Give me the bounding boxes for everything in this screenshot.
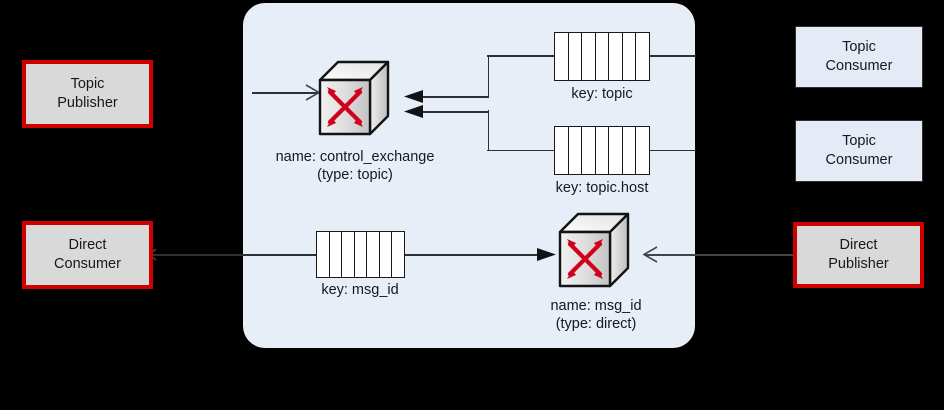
topic-consumer-1-box[interactable]: Topic Consumer	[795, 26, 923, 88]
msg-id-exchange-name: name: msg_id	[550, 298, 642, 314]
topic-consumer-1-label: Topic Consumer	[825, 39, 893, 74]
topic-publisher-label: Topic Publisher	[57, 76, 118, 111]
wire-exchange-to-queue-topichost-v	[487, 110, 490, 151]
direct-consumer-box[interactable]: Direct Consumer	[22, 221, 153, 289]
control-exchange-caption: name: control_exchange (type: topic)	[276, 148, 435, 184]
topic-consumer-2-box[interactable]: Topic Consumer	[795, 120, 923, 182]
queue-topic-label: key: topic	[571, 86, 633, 102]
wire-queue-msgid-to-exchange	[404, 254, 552, 256]
topic-consumer-2-label: Topic Consumer	[825, 133, 893, 168]
direct-publisher-label: Direct Publisher	[828, 237, 889, 272]
msg-id-exchange-icon[interactable]	[556, 210, 632, 292]
direct-consumer-label: Direct Consumer	[54, 237, 121, 272]
wire-direct-publisher-to-exchange	[645, 254, 795, 256]
msg-id-exchange-type: (type: direct)	[555, 316, 637, 333]
wire-queue-msgid-to-direct-consumer	[150, 254, 318, 256]
wire-queue-topic-inlet	[487, 55, 554, 57]
wire-queue-topichost-inlet	[487, 149, 554, 152]
control-exchange-type: (type: topic)	[317, 167, 393, 184]
queue-topic-host-label: key: topic.host	[555, 180, 649, 196]
wire-queue-topic-to-consumer	[650, 55, 696, 57]
topic-publisher-box[interactable]: Topic Publisher	[22, 60, 153, 128]
wire-topic-publisher-to-exchange	[252, 92, 320, 94]
control-exchange-name: name: control_exchange	[275, 149, 435, 165]
queue-msg-id-cells	[316, 231, 405, 278]
queue-msg-id[interactable]	[316, 231, 405, 278]
exchange-icon	[558, 212, 630, 288]
msg-id-exchange-caption: name: msg_id (type: direct)	[550, 297, 641, 333]
queue-topic-host[interactable]	[554, 126, 650, 175]
exchange-icon	[318, 60, 390, 136]
queue-topic-host-cells	[554, 126, 650, 175]
queue-topic[interactable]	[554, 32, 650, 81]
wire-exchange-to-queue-topic-v	[487, 56, 490, 97]
queue-topic-cells	[554, 32, 650, 81]
control-exchange-icon[interactable]	[316, 58, 392, 140]
queue-msg-id-label: key: msg_id	[321, 282, 399, 298]
wire-exchange-to-queue-topichost-h	[414, 111, 489, 113]
wire-exchange-to-queue-topic-h	[414, 96, 489, 98]
wire-queue-topichost-to-consumer	[650, 149, 696, 152]
direct-publisher-box[interactable]: Direct Publisher	[793, 222, 924, 288]
